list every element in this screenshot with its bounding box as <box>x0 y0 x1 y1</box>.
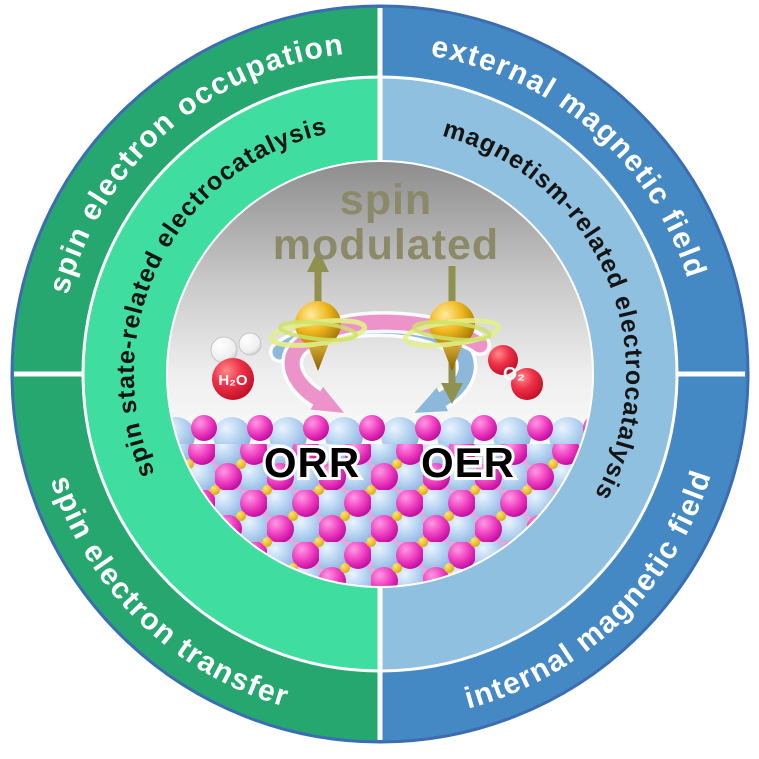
spin-halo-ring <box>412 320 492 342</box>
oxygen-sphere <box>212 358 254 400</box>
inner-ring <box>84 78 676 670</box>
o2-label: O₂ <box>503 364 525 384</box>
spinning-top-left <box>268 250 368 371</box>
orr-label: ORR <box>264 439 360 486</box>
h2o-label: H₂O <box>218 372 247 389</box>
outer-ring <box>12 6 748 742</box>
spinning-top-right <box>402 266 502 404</box>
ring-dividers <box>10 4 750 744</box>
water-molecule: H₂O <box>210 332 262 400</box>
oxygen-sphere <box>511 368 543 400</box>
oxygen-molecule: O₂ <box>488 345 543 400</box>
inner-ring-left-half <box>84 78 380 670</box>
outer-border-circle <box>10 4 750 744</box>
inner-ring-right-half <box>380 78 676 670</box>
oxygen-sphere <box>488 345 518 375</box>
heading-line1: spin <box>340 176 432 224</box>
heading-line2: modulated <box>273 221 499 269</box>
spin-up-arrow-icon <box>307 250 329 272</box>
spin-halo-ring <box>278 320 358 342</box>
outer-ring-left-half <box>12 6 380 742</box>
spin-down-arrow-icon <box>441 383 463 404</box>
oer-label: OER <box>421 439 515 486</box>
outer-ring-right-half <box>380 6 748 742</box>
hydrogen-sphere <box>238 332 262 356</box>
